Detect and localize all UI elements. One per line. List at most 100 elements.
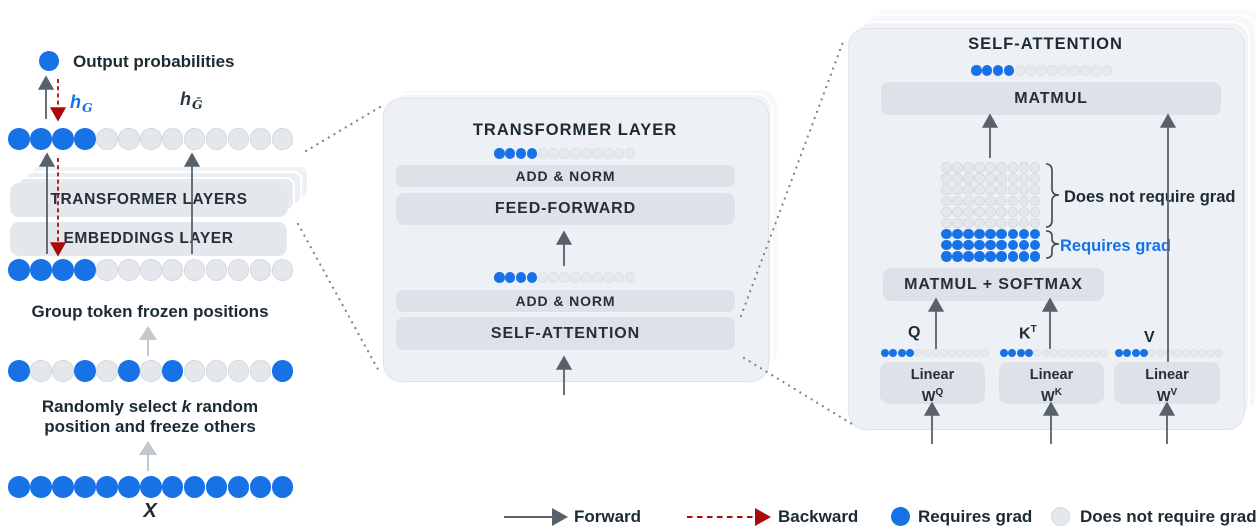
token-dot-frozen xyxy=(1181,349,1190,358)
token-dot-frozen xyxy=(1090,65,1102,76)
grid-dot-no-grad xyxy=(1018,173,1030,184)
token-dot-frozen xyxy=(1066,349,1075,358)
grid-dot-no-grad xyxy=(974,162,985,173)
q-label: Q xyxy=(908,324,921,341)
token-dot-frozen xyxy=(559,148,570,159)
requires-grad-label: Requires grad xyxy=(1060,237,1171,255)
token-dot-frozen xyxy=(914,349,923,358)
grid-dot-requires-grad xyxy=(1007,251,1019,262)
token-dot-requires-grad xyxy=(1000,349,1009,358)
token-dot-frozen xyxy=(95,128,118,150)
token-dot-requires-grad xyxy=(1025,349,1034,358)
token-dot-frozen xyxy=(1100,349,1109,358)
token-dot-frozen xyxy=(592,272,603,283)
token-dot-requires-grad xyxy=(161,360,184,382)
token-dot-frozen xyxy=(1050,349,1059,358)
grid-dot-requires-grad xyxy=(985,228,996,240)
token-dot-requires-grad xyxy=(971,65,982,76)
token-row-random xyxy=(8,360,294,382)
token-dot-frozen xyxy=(1083,349,1092,358)
token-dot-frozen xyxy=(613,148,625,159)
attention-grid-row xyxy=(941,217,1041,229)
token-row-hidden xyxy=(8,259,294,281)
grid-dot-requires-grad xyxy=(996,239,1007,251)
token-dot-frozen xyxy=(1148,349,1157,358)
random-select-caption: Randomly select k random position and fr… xyxy=(41,397,259,436)
token-dot-requires-grad xyxy=(1003,65,1015,76)
grid-dot-no-grad xyxy=(1007,217,1019,229)
group-frozen-caption: Group token frozen positions xyxy=(31,302,269,321)
token-dot-frozen xyxy=(624,272,636,283)
token-dot-requires-grad xyxy=(504,272,516,283)
grid-dot-requires-grad xyxy=(1018,239,1030,251)
token-dot-requires-grad xyxy=(8,128,30,150)
grid-dot-no-grad xyxy=(996,162,1007,173)
token-row-input xyxy=(8,476,294,498)
linear-wv-box: Linear WV xyxy=(1114,362,1220,405)
add-norm-bar-bottom: ADD & NORM xyxy=(396,290,735,312)
token-dot-requires-grad xyxy=(73,476,96,498)
token-dot-frozen xyxy=(183,259,206,281)
token-dot-frozen xyxy=(117,128,140,150)
h-nongroup-label: hḠ xyxy=(180,89,203,112)
token-dot-frozen xyxy=(1014,65,1026,76)
grid-dot-requires-grad xyxy=(985,239,996,251)
grid-dot-no-grad xyxy=(974,217,985,229)
token-dot-frozen xyxy=(249,360,272,382)
token-dot-frozen xyxy=(139,360,162,382)
v-dots xyxy=(1115,349,1224,358)
token-dot-frozen xyxy=(537,272,549,283)
attention-grid-row xyxy=(941,239,1041,251)
grid-dot-no-grad xyxy=(963,173,974,184)
token-dot-requires-grad xyxy=(73,360,96,382)
grid-dot-requires-grad xyxy=(1007,239,1019,251)
add-norm-bar-top: ADD & NORM xyxy=(396,165,735,187)
grid-dot-no-grad xyxy=(985,217,996,229)
grid-dot-no-grad xyxy=(974,206,985,218)
token-dot-frozen xyxy=(613,272,625,283)
token-dot-frozen xyxy=(139,128,162,150)
legend-requires-grad-dot-icon xyxy=(891,507,910,526)
grid-dot-requires-grad xyxy=(1029,239,1041,251)
grid-dot-no-grad xyxy=(952,195,963,207)
mid-dots-input xyxy=(494,272,636,283)
token-dot-requires-grad xyxy=(51,128,74,150)
token-dot-frozen xyxy=(981,349,990,358)
token-dot-frozen xyxy=(227,360,250,382)
token-dot-requires-grad xyxy=(1140,349,1149,358)
token-dot-frozen xyxy=(271,128,294,150)
token-dot-frozen xyxy=(227,259,250,281)
token-dot-requires-grad xyxy=(1016,349,1025,358)
token-dot-frozen xyxy=(205,259,228,281)
token-dot-frozen xyxy=(183,128,206,150)
grid-dot-no-grad xyxy=(974,184,985,195)
grid-dot-no-grad xyxy=(1029,195,1041,207)
grid-dot-no-grad xyxy=(996,184,1007,195)
grid-dot-no-grad xyxy=(963,206,974,218)
token-dot-frozen xyxy=(537,148,549,159)
token-dot-frozen xyxy=(249,259,272,281)
grid-dot-no-grad xyxy=(996,217,1007,229)
grid-dot-requires-grad xyxy=(996,228,1007,240)
token-dot-requires-grad xyxy=(271,476,294,498)
embeddings-layer-box: EMBEDDINGS LAYER xyxy=(10,222,287,256)
grid-dot-no-grad xyxy=(1007,206,1019,218)
token-dot-requires-grad xyxy=(161,476,184,498)
token-dot-frozen xyxy=(1156,349,1165,358)
token-dot-frozen xyxy=(624,148,636,159)
token-dot-frozen xyxy=(1047,65,1058,76)
token-dot-frozen xyxy=(570,272,581,283)
q-dots xyxy=(881,349,990,358)
k-transpose-label: KT xyxy=(1019,324,1037,343)
grid-dot-requires-grad xyxy=(963,239,974,251)
token-dot-requires-grad xyxy=(504,148,516,159)
legend-forward-label: Forward xyxy=(574,507,642,526)
matmul-softmax-bar: MATMUL + SOFTMAX xyxy=(883,268,1104,301)
grid-dot-no-grad xyxy=(952,206,963,218)
token-dot-requires-grad xyxy=(1115,349,1124,358)
token-dot-requires-grad xyxy=(95,476,118,498)
grid-dot-requires-grad xyxy=(952,251,963,262)
attention-grid-row xyxy=(941,184,1041,195)
attention-grid-row xyxy=(941,162,1041,173)
attention-grid xyxy=(941,162,1041,262)
